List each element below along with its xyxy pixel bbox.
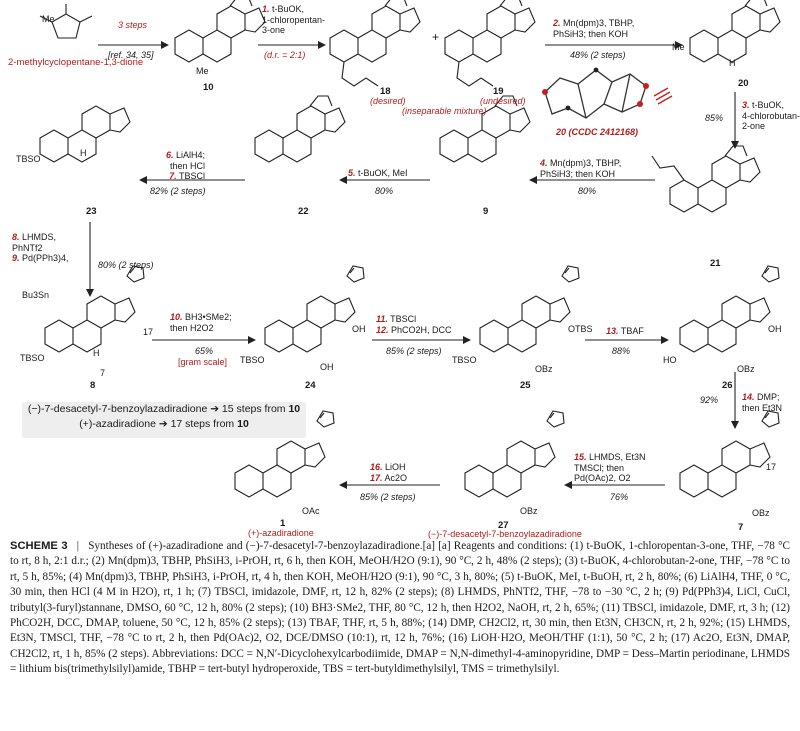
scheme-caption: SCHEME 3 | Syntheses of (+)-azadiradione… bbox=[10, 539, 790, 678]
compound-18-label: 18 bbox=[380, 86, 391, 97]
arrow2-conditions: 1. t-BuOK, 1-chloropentan- 3-one bbox=[262, 4, 326, 35]
structure-20 bbox=[689, 0, 781, 63]
structure-22 bbox=[254, 95, 346, 163]
structure-start-dione bbox=[39, 4, 93, 39]
compound-10-label: 10 bbox=[203, 82, 214, 93]
atom-oac-1: OAc bbox=[302, 506, 320, 516]
arrow10-conditions: 11. TBSCl 12. PhCO2H, DCC bbox=[376, 314, 452, 335]
atom-ho-26: HO bbox=[663, 355, 677, 365]
compound-27-name: (−)-7-desacetyl-7-benzoylazadiradione bbox=[428, 529, 582, 539]
atom-obz-26: OBz bbox=[737, 364, 755, 374]
arrow12-conditions: 14. DMP; then Et3N bbox=[742, 392, 783, 413]
compound-1-label: 1 bbox=[280, 518, 286, 529]
atom-tbso-24: TBSO bbox=[240, 355, 265, 365]
arrow13-yield: 76% bbox=[610, 492, 629, 502]
structure-27 bbox=[464, 410, 565, 498]
atom-h-8: H bbox=[93, 348, 100, 358]
scheme-drawing bbox=[39, 0, 781, 498]
atom-tbso-23: TBSO bbox=[16, 154, 41, 164]
structure-18 bbox=[329, 0, 421, 87]
arrow5-conditions: 4. Mn(dpm)3, TBHP, PhSiH3; then KOH bbox=[540, 158, 622, 179]
arrow10-yield: 85% (2 steps) bbox=[386, 346, 442, 356]
arrow7-conditions: 6. LiAlH4; then HCl 7. TBSCl bbox=[166, 150, 206, 181]
atom-h-20: H bbox=[729, 58, 736, 68]
summary-line-1: (−)-7-desacetyl-7-benzoylazadiradione ➔ … bbox=[27, 403, 301, 415]
caption-text: Syntheses of (+)-azadiradione and (−)-7-… bbox=[10, 540, 791, 676]
compound-22-label: 22 bbox=[298, 206, 309, 217]
structure-10 bbox=[174, 0, 266, 63]
atom-n17-7: 17 bbox=[766, 462, 777, 472]
plus-sign: + bbox=[432, 30, 440, 44]
arrow8-stannane: Bu3Sn bbox=[22, 290, 50, 300]
compound-1-name: (+)-azadiradione bbox=[248, 528, 314, 538]
arrow2-dr: (d.r. = 2:1) bbox=[264, 50, 306, 60]
atom-oh-24: OH bbox=[352, 324, 366, 334]
arrow9-yield: 65% bbox=[195, 346, 214, 356]
xray-caption: 20 (CCDC 2412168) bbox=[556, 127, 639, 137]
arrow1-ref: [ref. 34, 35] bbox=[108, 50, 154, 60]
tag-desired: (desired) bbox=[370, 96, 406, 106]
atom-tbso-8: TBSO bbox=[20, 353, 45, 363]
arrow8-conditions: 8. LHMDS, PhNTf2 9. Pd(PPh3)4, bbox=[12, 232, 69, 263]
arrow4-conditions: 3. t-BuOK, 4-chlorobutan- 2-one bbox=[742, 100, 800, 131]
arrow8-yield: 80% (2 steps) bbox=[98, 260, 154, 270]
atom-n7-8: 7 bbox=[100, 368, 106, 378]
compound-9-label: 9 bbox=[483, 206, 489, 217]
atom-me-start: Me bbox=[42, 14, 55, 24]
structure-21 bbox=[651, 145, 761, 213]
compound-21-label: 21 bbox=[710, 258, 721, 269]
summary-box: (−)-7-desacetyl-7-benzoylazadiradione ➔ … bbox=[22, 402, 306, 438]
compound-20-label: 20 bbox=[738, 78, 749, 89]
xray-structure-20 bbox=[542, 67, 673, 119]
structure-8 bbox=[44, 265, 145, 353]
start-material-name: 2-methylcyclopentane-1,3-dione bbox=[8, 57, 144, 68]
compound-25-label: 25 bbox=[520, 380, 531, 391]
arrow6-yield: 80% bbox=[375, 186, 394, 196]
arrow11-yield: 88% bbox=[612, 346, 631, 356]
compound-26-label: 26 bbox=[722, 380, 733, 391]
arrow11-conditions: 13. TBAF bbox=[606, 326, 644, 336]
arrow14-yield: 85% (2 steps) bbox=[360, 492, 416, 502]
structure-24 bbox=[264, 265, 365, 353]
atom-obz-7: OBz bbox=[752, 508, 770, 518]
structure-26 bbox=[679, 265, 780, 353]
arrow3-yield: 48% (2 steps) bbox=[570, 50, 626, 60]
compound-7-label: 7 bbox=[738, 522, 744, 533]
arrow4-yield: 85% bbox=[705, 113, 724, 123]
compound-27-label: 27 bbox=[498, 520, 509, 531]
arrow13-conditions: 15. LHMDS, Et3N TMSCl; then Pd(OAc)2, O2 bbox=[574, 452, 646, 483]
atom-otbs-25: OTBS bbox=[568, 324, 593, 334]
arrow6-conditions: 5. t-BuOK, MeI bbox=[348, 168, 408, 178]
structure-19 bbox=[444, 0, 536, 87]
arrow12-yield: 92% bbox=[700, 395, 719, 405]
structure-25 bbox=[479, 265, 580, 353]
arrow5-yield: 80% bbox=[578, 186, 597, 196]
structure-7 bbox=[679, 410, 780, 498]
caption-separator: | bbox=[76, 540, 80, 552]
arrow1-steps: 3 steps bbox=[118, 20, 148, 30]
atom-me-20: Me bbox=[672, 42, 685, 52]
arrow7-yield: 82% (2 steps) bbox=[150, 186, 206, 196]
compound-19-label: 19 bbox=[493, 86, 504, 97]
atom-oh-24b: OH bbox=[320, 362, 334, 372]
atom-oh-26: OH bbox=[768, 324, 782, 334]
compound-23-label: 23 bbox=[86, 206, 97, 217]
tag-inseparable-mixture: (inseparable mixture) bbox=[402, 106, 487, 116]
tag-undesired: (undesired) bbox=[480, 96, 526, 106]
atom-me-10: Me bbox=[196, 66, 209, 76]
summary-line-2: (+)-azadiradione ➔ 17 steps from 10 bbox=[79, 418, 249, 430]
arrow3-conditions: 2. Mn(dpm)3, TBHP, PhSiH3; then KOH bbox=[553, 18, 635, 39]
atom-tbso-25: TBSO bbox=[452, 355, 477, 365]
arrow9-conditions: 10. BH3•SMe2; then H2O2 bbox=[170, 312, 232, 333]
arrow9-gram-scale: [gram scale] bbox=[178, 357, 228, 367]
atom-obz-25: OBz bbox=[535, 364, 553, 374]
atom-h-23: H bbox=[80, 148, 87, 158]
atom-n17-8: 17 bbox=[143, 327, 154, 337]
atom-obz-27: OBz bbox=[520, 506, 538, 516]
compound-24-label: 24 bbox=[305, 380, 316, 391]
caption-scheme-label: SCHEME 3 bbox=[10, 540, 68, 552]
compound-8-label: 8 bbox=[90, 380, 96, 391]
arrow14-conditions: 16. LiOH 17. Ac2O bbox=[370, 462, 408, 483]
